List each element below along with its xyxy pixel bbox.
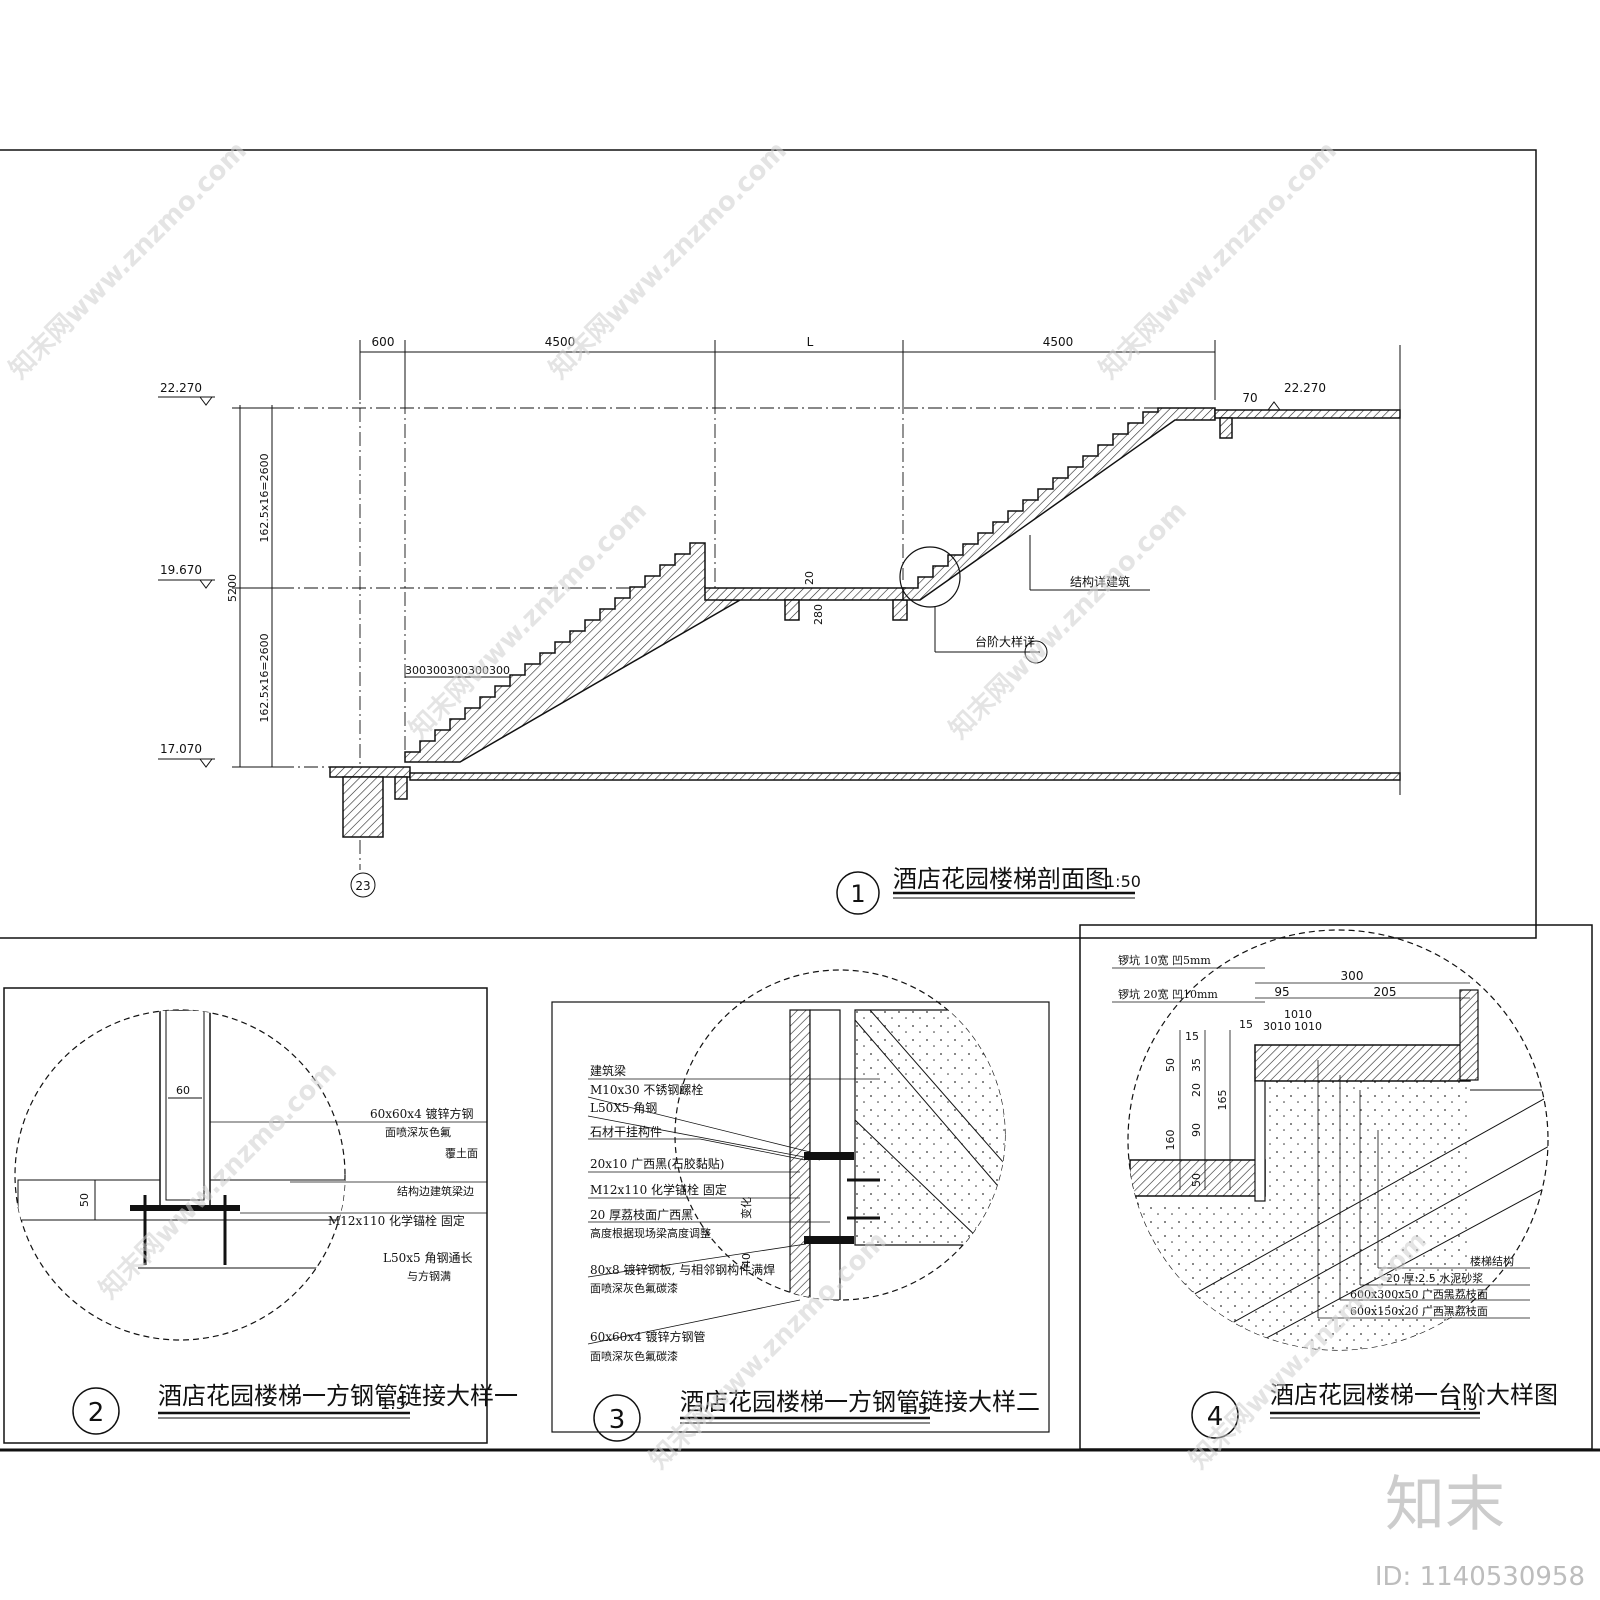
d4-dim-1010-b: 1010 [1294, 1020, 1322, 1033]
detail-4: 锣坑 10宽 凹5mm 锣坑 20宽 凹10mm 300 95 205 15 3… [1112, 929, 1558, 1439]
section-scale: 1:50 [1105, 872, 1141, 891]
level-17070: 17.070 [160, 742, 202, 756]
section-title: 酒店花园楼梯剖面图 [893, 865, 1109, 893]
stair-section: 600 4500 L 4500 70 22.270 19.670 17.070 … [158, 335, 1401, 915]
d2-note-2: 面喷深灰色氟 [385, 1125, 451, 1139]
level-22270-right: 22.270 [1284, 381, 1326, 395]
d4-note-1: 楼梯结构 [1470, 1254, 1514, 1268]
landing-dim-280: 280 [812, 604, 825, 625]
d2-dim-60: 60 [176, 1084, 190, 1097]
d3-note-10: 面喷深灰色氟碳漆 [590, 1281, 678, 1295]
d3-note-9: 80x8 镀锌钢板, 与相邻钢构件满焊 [590, 1262, 775, 1277]
d2-scale: 1:5 [380, 1394, 406, 1413]
d3-note-12: 面喷深灰色氟碳漆 [590, 1349, 678, 1363]
d3-note-2: M10x30 不锈钢螺栓 [590, 1082, 703, 1097]
d4-dim-35: 35 [1190, 1058, 1203, 1072]
d4-top-note-1: 锣坑 10宽 凹5mm [1118, 953, 1211, 967]
d2-note-7: 与方钢满 [407, 1269, 451, 1283]
d3-note-1: 建筑梁 [590, 1063, 626, 1078]
d3-title: 酒店花园楼梯一方钢管链接大样二 [680, 1388, 1040, 1416]
detail-3: 建筑梁 M10x30 不锈钢螺栓 L50X5 角钢 石材干挂构件 20x10 广… [587, 969, 1040, 1442]
d4-note-4: 600x150x20 广西黑荔枝面 [1350, 1304, 1488, 1318]
dim-L: L [807, 335, 814, 349]
watermark-logo: 知末 [1385, 1470, 1505, 1540]
watermark-2: 知末网www.znzmo.com [544, 136, 793, 385]
d4-dim-50-bottom: 50 [1190, 1173, 1203, 1187]
d4-num: 4 [1207, 1402, 1224, 1432]
axis-bubble [350, 872, 376, 898]
tread-dims: 300300300300300 [405, 664, 510, 677]
d3-note-5: 20x10 广西黑(石胶黏贴) [590, 1156, 725, 1171]
d3-note-11: 60x60x4 镀锌方钢管 [590, 1329, 706, 1344]
d4-dim-160: 160 [1164, 1130, 1177, 1151]
d4-dim-1010-a: 1010 [1284, 1008, 1312, 1021]
d4-dim-20: 20 [1190, 1083, 1203, 1097]
d4-dim-165: 165 [1216, 1090, 1229, 1111]
d4-dim-90: 90 [1190, 1123, 1203, 1137]
level-markers: 22.270 19.670 17.070 22.270 [158, 381, 1345, 768]
d3-side-dim-1: 变化 [739, 1197, 753, 1219]
dim-600: 600 [372, 335, 395, 349]
dim-4500-left: 4500 [545, 335, 576, 349]
vertical-dimensions: 162.5x16=2600 162.5x16=2600 5200 [226, 405, 280, 768]
d3-note-6: M12x110 化学锚栓 固定 [590, 1182, 727, 1197]
d3-note-4: 石材干挂构件 [590, 1124, 662, 1139]
d4-scale: 1:5 [1452, 1395, 1478, 1414]
d4-dim-205: 205 [1374, 985, 1397, 999]
stair-flights [329, 345, 1401, 838]
detail-2: 60 50 60x60x4 镀锌方钢 面喷深灰色氟 覆土面 结构边建筑梁边 M1… [14, 1009, 518, 1435]
dim-rise-lower: 162.5x16=2600 [258, 633, 271, 722]
d3-note-3: L50X5 角钢 [590, 1101, 657, 1115]
d4-dim-95: 95 [1274, 985, 1289, 999]
detail-note: 台阶大样详 [975, 634, 1035, 649]
watermark-id: ID: 1140530958 [1375, 1562, 1585, 1592]
d4-dim-15-top: 15 [1239, 1018, 1253, 1031]
d3-num: 3 [609, 1405, 626, 1435]
detail-callout-circle [899, 546, 961, 608]
d2-note-6: L50x5 角钢通长 [383, 1251, 472, 1265]
title-bubble-1 [836, 871, 880, 915]
dim-70: 70 [1242, 391, 1257, 405]
d3-side-dim-2: 40 [740, 1253, 753, 1267]
d2-note-4: 结构边建筑梁边 [397, 1184, 474, 1198]
d3-leader-lines [587, 1078, 880, 1345]
d4-dim-50-top: 50 [1164, 1058, 1177, 1072]
axis-label: 23 [355, 879, 370, 893]
structure-note: 结构详建筑 [1070, 574, 1130, 589]
detail-ref-bubble [1024, 640, 1048, 664]
d4-dim-15: 15 [1185, 1030, 1199, 1043]
detail-ref-num: - [1034, 658, 1038, 669]
d3-scale: 1:5 [902, 1399, 928, 1418]
d4-dim-300: 300 [1341, 969, 1364, 983]
dim-rise-upper: 162.5x16=2600 [258, 453, 271, 542]
watermark-1: 知末网www.znzmo.com [4, 136, 253, 385]
d2-note-5: M12x110 化学锚栓 固定 [328, 1213, 465, 1228]
d4-dim-3010: 3010 [1263, 1020, 1291, 1033]
level-19670: 19.670 [160, 563, 202, 577]
d4-top-note-2: 锣坑 20宽 凹10mm [1118, 987, 1218, 1001]
d3-note-8: 高度根据现场梁高度调整 [590, 1226, 711, 1240]
d2-note-1: 60x60x4 镀锌方钢 [370, 1106, 474, 1121]
watermark-3: 知末网www.znzmo.com [1094, 136, 1343, 385]
top-dimension-chain: 600 4500 L 4500 70 [359, 335, 1258, 405]
d4-note-3: 600x300x50 广西黑荔枝面 [1350, 1287, 1488, 1301]
reference-lines [280, 352, 1210, 870]
d4-title: 酒店花园楼梯一台阶大样图 [1270, 1381, 1558, 1409]
d2-title: 酒店花园楼梯一方钢管链接大样一 [158, 1382, 518, 1410]
d3-note-7: 20 厚荔枝面广西黑 [590, 1207, 693, 1222]
dim-total-rise: 5200 [226, 574, 239, 602]
level-22270-left: 22.270 [160, 381, 202, 395]
d4-note-2: 20 厚:2.5 水泥砂浆 [1386, 1271, 1483, 1285]
d2-dim-50: 50 [78, 1193, 91, 1207]
d2-num: 2 [88, 1398, 105, 1428]
dim-4500-right: 4500 [1043, 335, 1074, 349]
title-num-1: 1 [850, 880, 865, 908]
landing-dim-20: 20 [803, 571, 816, 585]
sheet-frames [0, 149, 1600, 1452]
d2-note-3: 覆土面 [445, 1147, 478, 1160]
